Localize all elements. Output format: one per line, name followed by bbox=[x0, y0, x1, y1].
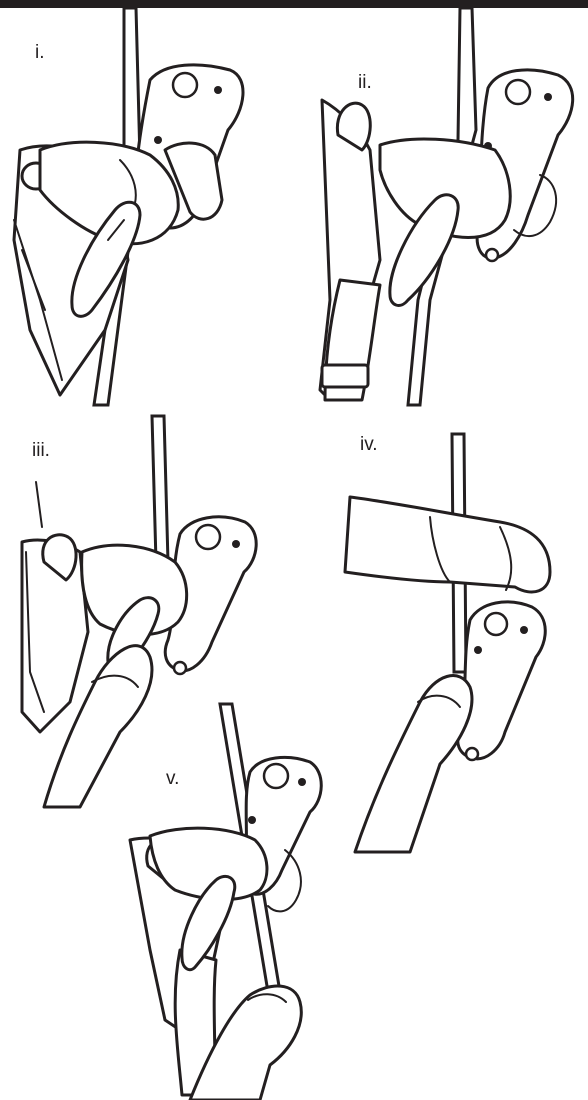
handle-end-hole bbox=[486, 249, 498, 261]
step-ii-panel: ii. bbox=[300, 0, 588, 410]
step-label-iv: iv. bbox=[360, 434, 378, 456]
step-label-v: v. bbox=[166, 768, 179, 790]
step-v-illustration bbox=[120, 700, 360, 1100]
step-label-i: i. bbox=[35, 42, 45, 64]
step-label-iii: iii. bbox=[32, 440, 50, 462]
handle-end-hole bbox=[174, 662, 186, 674]
step-label-ii: ii. bbox=[358, 72, 372, 94]
handle-end-hole bbox=[466, 748, 478, 760]
sling-bar-tack bbox=[322, 365, 368, 387]
rope bbox=[152, 416, 168, 562]
step-i-panel: i. bbox=[0, 0, 270, 410]
step-v-panel: v. bbox=[120, 700, 360, 1100]
step-ii-illustration bbox=[300, 0, 588, 410]
